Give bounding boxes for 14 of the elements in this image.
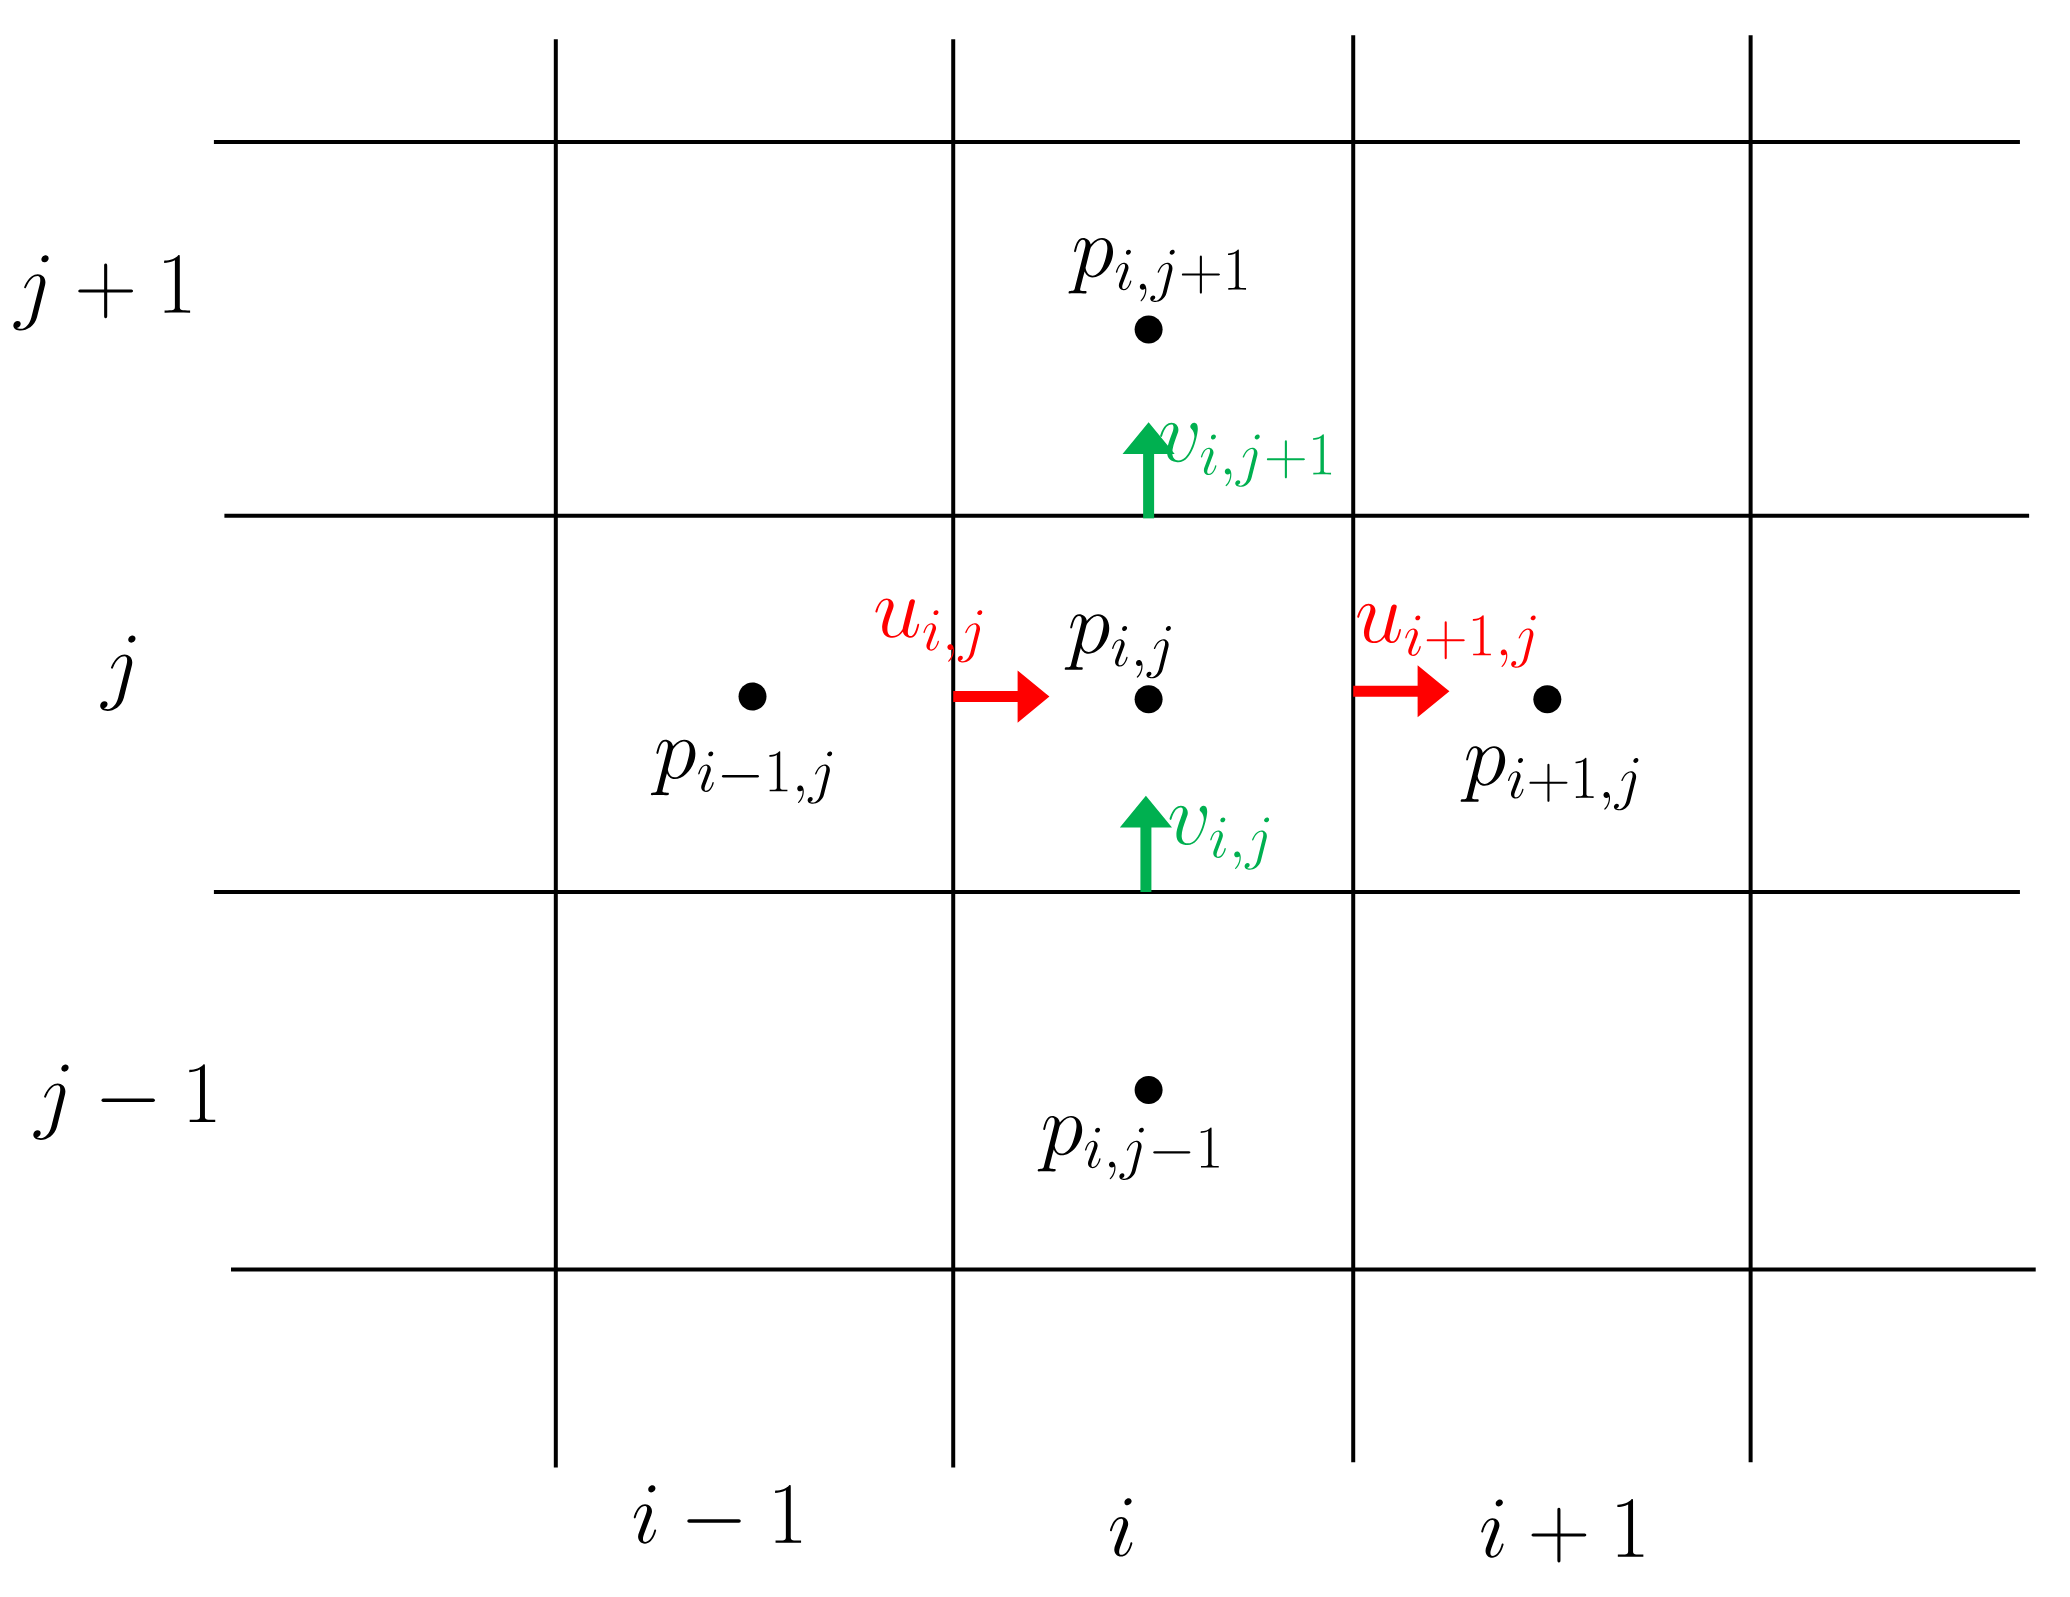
grid-index-label: $j$: [100, 635, 136, 711]
grid-index-label: $i+1$: [1481, 1499, 1644, 1563]
pressure-label: $p_{i,j-1}$: [1037, 1115, 1219, 1180]
pressure-label: $p_{i-1,j}$: [650, 739, 833, 804]
velocity-label: $v_{i,j+1}$: [1160, 422, 1332, 487]
pressure-label: $p_{i,j}$: [1064, 614, 1171, 679]
grid-index-label: $i$: [1110, 1498, 1133, 1557]
velocity-label: $u_{i+1,j}$: [1357, 603, 1536, 668]
grid-index-label: $j+1$: [13, 254, 191, 331]
velocity-label: $v_{i,j}$: [1169, 805, 1270, 870]
grid-index-label: $j-1$: [33, 1064, 216, 1140]
pressure-label: $p_{i+1,j}$: [1460, 746, 1639, 811]
grid-index-label: $i-1$: [633, 1485, 802, 1544]
pressure-label: $p_{i,j+1}$: [1068, 238, 1247, 303]
